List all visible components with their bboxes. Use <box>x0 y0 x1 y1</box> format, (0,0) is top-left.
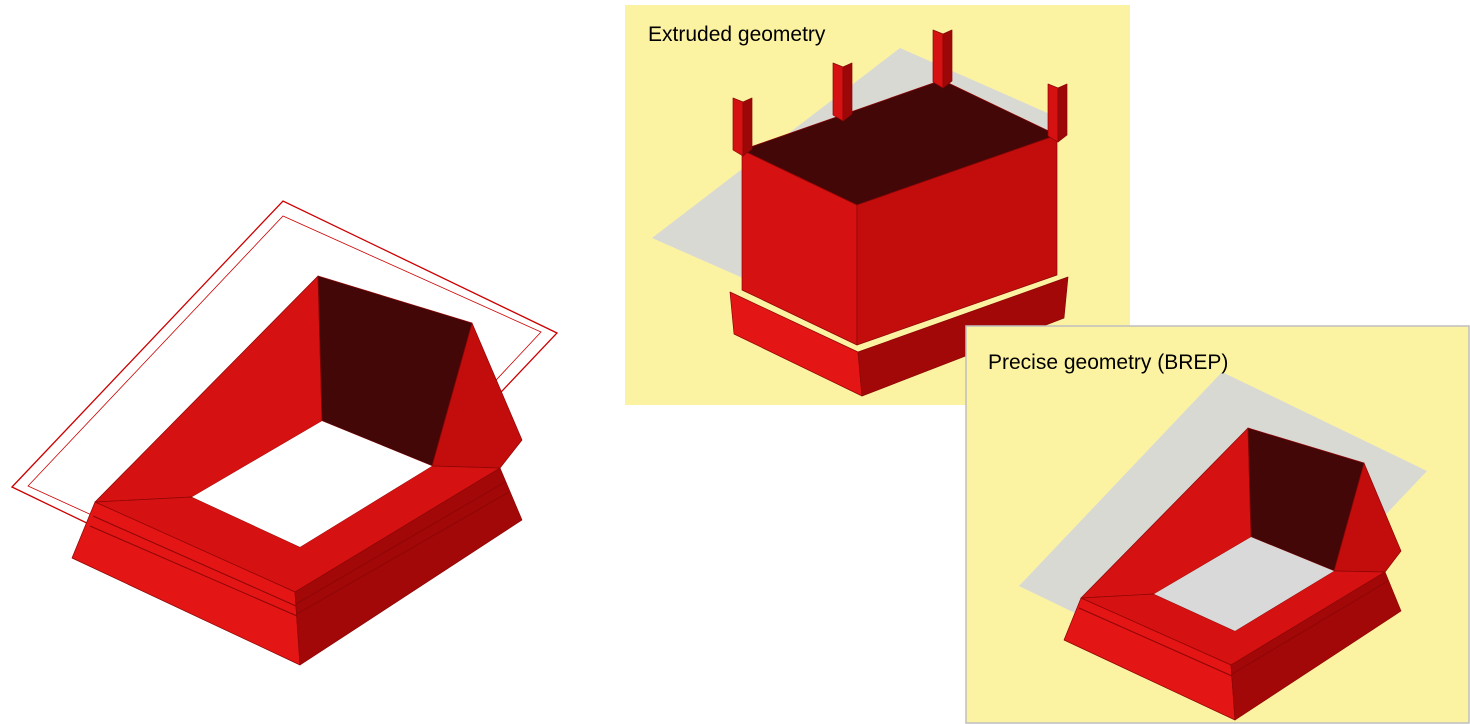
brep-base-right-face <box>1230 571 1402 721</box>
extruded-plinth-right-face <box>857 276 1069 397</box>
base-groove-line <box>296 491 510 615</box>
extruded-front-right-wall <box>856 134 1058 346</box>
post-dark-face <box>742 97 753 157</box>
post-dark-face <box>842 62 853 122</box>
solid-opening <box>192 421 432 547</box>
extruded-panel: Extruded geometry <box>625 5 1130 405</box>
brep-panel: Precise geometry (BREP) <box>965 325 1470 724</box>
extruded-corner-post <box>932 29 953 89</box>
base-groove-line <box>89 525 298 617</box>
extruded-corner-post <box>832 62 853 122</box>
post-bright-face <box>1047 83 1059 143</box>
post-dark-face <box>1057 83 1068 143</box>
post-bright-face <box>932 29 944 89</box>
post-bright-face <box>832 62 844 122</box>
post-dark-face <box>942 29 953 89</box>
brep-base-groove-line <box>1078 607 1233 677</box>
brep-base-groove-line <box>1231 580 1389 675</box>
brep-opening <box>1154 537 1334 631</box>
extruded-corner-post <box>732 97 753 157</box>
profile-figure <box>10 200 559 666</box>
brep-panel-label: Precise geometry (BREP) <box>988 351 1228 374</box>
base-groove-line <box>92 515 297 607</box>
extruded-panel-label: Extruded geometry <box>648 23 826 46</box>
extruded-corner-post <box>1047 83 1068 143</box>
base-groove-line <box>295 481 506 605</box>
post-bright-face <box>732 97 744 157</box>
